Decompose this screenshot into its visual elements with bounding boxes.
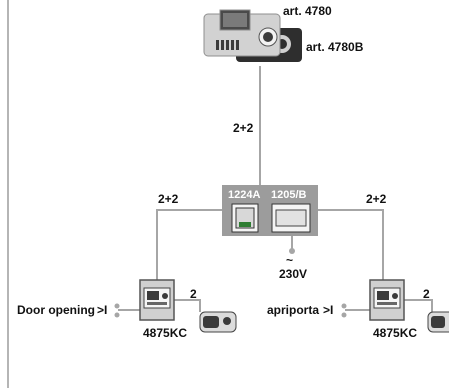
right-station-model: 4875KC <box>373 326 417 340</box>
right-bus-wire <box>318 209 384 280</box>
bus-wires <box>118 66 433 312</box>
left-door-lock-icon: >I <box>97 303 107 317</box>
left-bus-wire <box>156 209 222 280</box>
left-camera-wire-count: 2 <box>190 287 197 301</box>
monitor-art-label: art. 4780 <box>283 4 332 18</box>
main-bus-label: 2+2 <box>233 121 254 135</box>
left-bus-label: 2+2 <box>158 192 179 206</box>
monitor-b-art-label: art. 4780B <box>306 40 364 54</box>
right-entrance-panel <box>369 279 405 321</box>
power-unit: 1224A 1205/B <box>222 185 318 236</box>
supply-terminal <box>289 248 295 254</box>
left-door-terminal-bottom <box>114 312 120 318</box>
left-door-label: Door opening <box>17 303 95 317</box>
right-camera-device <box>427 311 449 333</box>
right-door-lock-icon: >I <box>323 303 333 317</box>
left-station-model: 4875KC <box>143 326 187 340</box>
right-bus-label: 2+2 <box>366 192 387 206</box>
right-door-label: apriporta <box>267 303 319 317</box>
module-terminal-green <box>239 222 251 227</box>
left-camera-device <box>199 311 237 333</box>
module-1224a-label: 1224A <box>228 189 260 201</box>
module-1205b-label: 1205/B <box>271 189 307 201</box>
left-entrance-panel <box>139 279 175 321</box>
supply-voltage-label: 230V <box>279 267 307 281</box>
monitor-4780 <box>203 9 281 57</box>
right-camera-wire-count: 2 <box>423 287 430 301</box>
left-door-terminal-top <box>114 303 120 309</box>
right-door-terminal-bottom <box>341 312 347 318</box>
right-camera-wire <box>400 299 433 312</box>
left-camera-wire <box>174 299 201 312</box>
ac-symbol: ~ <box>286 253 293 267</box>
right-door-terminal-top <box>341 303 347 309</box>
